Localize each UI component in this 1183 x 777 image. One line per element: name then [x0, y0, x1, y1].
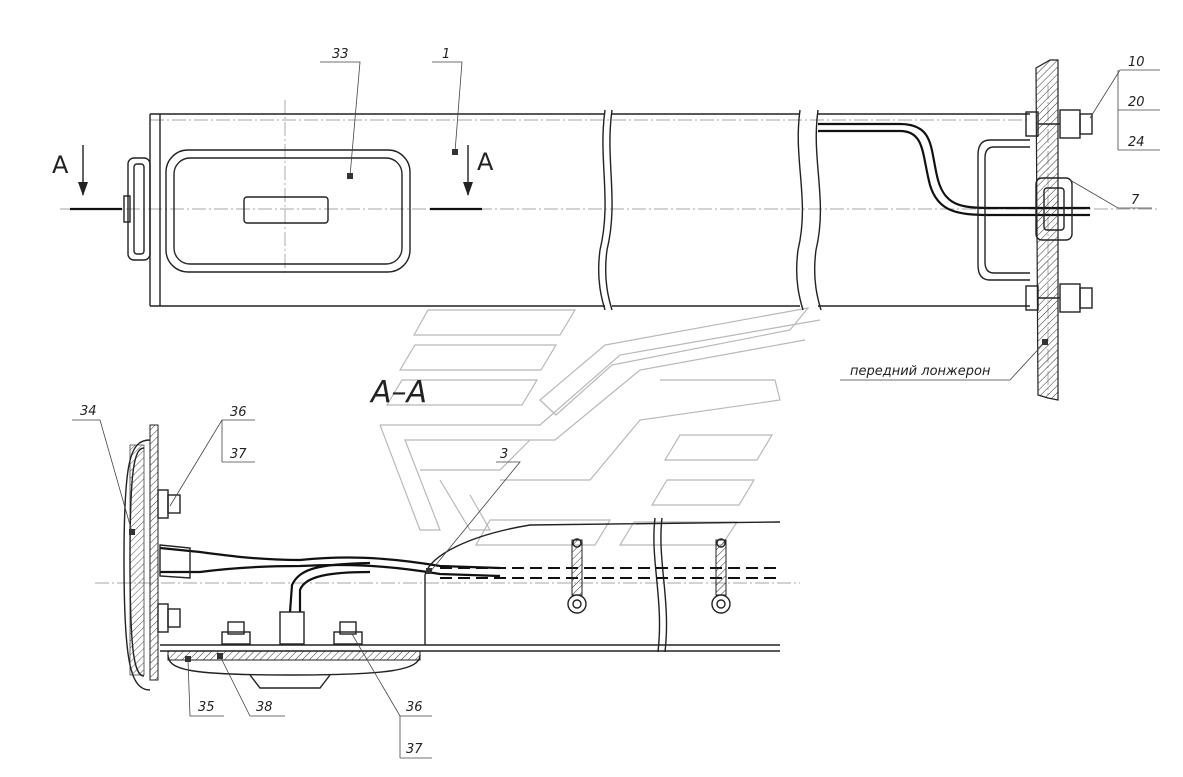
callout-34: 34: [80, 404, 97, 419]
clamp-2: [711, 538, 731, 614]
section-marker-left: A: [52, 151, 69, 179]
callout-37-bottom: 37: [406, 742, 423, 757]
callout-35: 35: [198, 700, 215, 715]
top-view: A A: [52, 59, 1160, 401]
callout-33: 33: [332, 47, 349, 62]
callout-7: 7: [1131, 193, 1140, 208]
callout-1: 1: [442, 47, 450, 62]
callout-38: 38: [256, 700, 273, 715]
section-marker-right: A: [477, 148, 494, 176]
callout-10: 10: [1128, 55, 1145, 70]
callout-36-top: 36: [230, 405, 247, 420]
callout-20: 20: [1128, 95, 1145, 110]
watermark-logo: [379, 307, 821, 546]
section-title: A–A: [369, 375, 427, 410]
callout-36-bottom: 36: [406, 700, 423, 715]
section-view: A–A: [95, 375, 800, 691]
callout-3: 3: [500, 447, 508, 462]
clamp-1: [567, 538, 587, 614]
note-front-spar: передний лонжерон: [850, 364, 991, 379]
callout-37-top: 37: [230, 447, 247, 462]
callout-24: 24: [1128, 135, 1145, 150]
callouts: 33 1 10 20 24 7 передний лонжерон 34 36 …: [72, 47, 1160, 759]
